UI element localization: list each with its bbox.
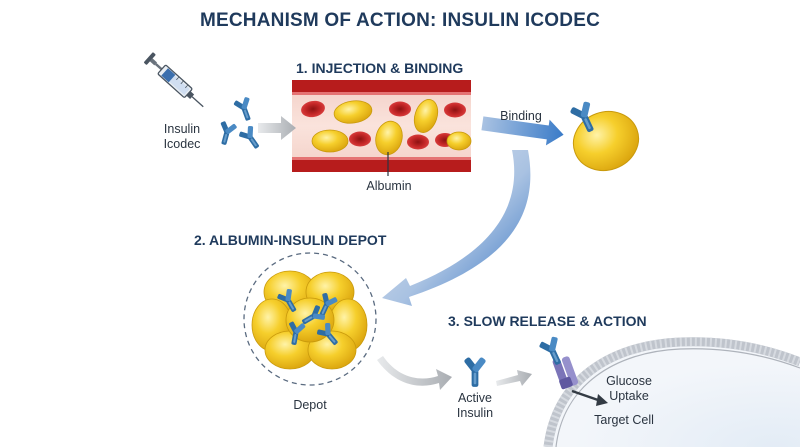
release-arrow: [377, 356, 452, 390]
active-insulin-label-line2: Insulin: [456, 406, 494, 420]
depot-label: Depot: [293, 398, 327, 412]
section-injection-binding: 1. INJECTION & BINDING: [296, 60, 464, 76]
target-cell: [543, 337, 800, 447]
albumin-icon: [446, 131, 472, 151]
active-insulin-molecule: [463, 356, 487, 387]
red-blood-cell-icon: [389, 101, 411, 117]
action-arrow: [496, 370, 532, 386]
active-insulin-label-line1: Active: [457, 391, 493, 405]
albumin-icon: [311, 129, 349, 153]
insulin-icodec-label-line2: Icodec: [163, 137, 201, 151]
albumin-label: Albumin: [366, 179, 412, 193]
albumin-insulin-depot: [243, 252, 377, 386]
glucose-uptake-label-line1: Glucose: [606, 374, 652, 388]
insulin-icodec-label: Insulin Icodec: [160, 122, 204, 152]
binding-label: Binding: [500, 109, 542, 123]
binding-arrow: [481, 116, 564, 146]
bound-albumin: [567, 99, 640, 171]
insulin-icodec-molecules: [215, 95, 265, 153]
glucose-uptake-label-line2: Uptake: [609, 389, 649, 403]
red-blood-cell-icon: [301, 100, 325, 118]
glucose-uptake-arrow: [571, 389, 608, 406]
albumin-icon: [375, 120, 403, 156]
target-cell-label: Target Cell: [594, 413, 654, 427]
insulin-molecule-icon: [215, 119, 239, 147]
active-insulin-label: Active Insulin: [448, 391, 502, 421]
albumin-icon: [413, 99, 439, 133]
page-title: MECHANISM OF ACTION: INSULIN ICODEC: [199, 10, 600, 31]
entry-arrow: [258, 116, 296, 140]
red-blood-cells: [301, 100, 466, 150]
insulin-molecule-icon: [232, 95, 257, 124]
syringe-icon: [144, 52, 204, 108]
insulin-icodec-label-line1: Insulin: [163, 122, 201, 136]
depot-transfer-arrow: [382, 150, 531, 306]
red-blood-cell-icon: [349, 131, 371, 147]
glucose-uptake-label: Glucose Uptake: [600, 374, 658, 404]
section-albumin-insulin-depot: 2. ALBUMIN-INSULIN DEPOT: [194, 232, 387, 248]
red-blood-cell-icon: [444, 102, 466, 118]
section-slow-release-action: 3. SLOW RELEASE & ACTION: [448, 313, 647, 329]
albumin-molecules: [311, 99, 472, 156]
albumin-icon: [333, 100, 373, 124]
red-blood-cell-icon: [407, 134, 429, 150]
